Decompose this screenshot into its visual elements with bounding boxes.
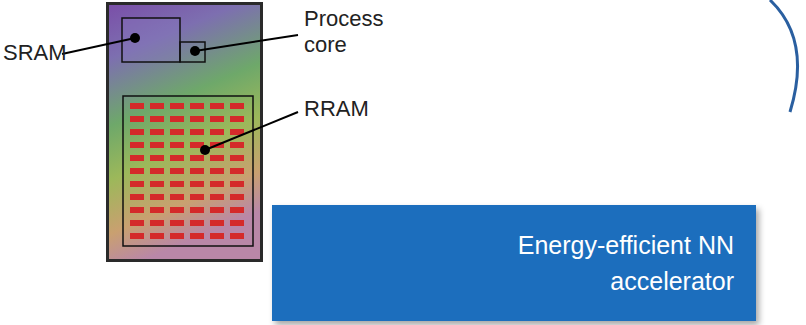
rram-cell — [190, 168, 204, 174]
box-text: Energy-efficient NN accelerator — [504, 227, 734, 300]
rram-cell — [190, 155, 204, 161]
rram-cell — [230, 207, 244, 213]
rram-cell — [150, 194, 164, 200]
rram-cell — [150, 220, 164, 226]
leader-dot — [200, 145, 210, 155]
leader-dot — [130, 33, 140, 43]
highlight-box: Energy-efficient NN accelerator — [272, 205, 756, 321]
highlight-panel — [272, 205, 756, 321]
rram-cell — [170, 194, 184, 200]
rram-cell — [150, 181, 164, 187]
rram-cell — [130, 233, 144, 239]
die — [109, 5, 260, 259]
rram-cell — [130, 168, 144, 174]
rram-cell — [130, 142, 144, 148]
rram-cell — [130, 116, 144, 122]
rram-cell — [170, 103, 184, 109]
rram-cell — [170, 116, 184, 122]
rram-cell — [190, 220, 204, 226]
rram-cell — [190, 233, 204, 239]
rram-cell — [230, 142, 244, 148]
rram-cell — [150, 155, 164, 161]
rram-cell — [170, 155, 184, 161]
rram-cell — [210, 155, 224, 161]
rram-cell — [210, 194, 224, 200]
rram-cell — [190, 129, 204, 135]
leader-line — [195, 35, 298, 51]
rram-cell — [230, 103, 244, 109]
rram-cell — [230, 155, 244, 161]
rram-cell — [190, 194, 204, 200]
rram-cell — [190, 116, 204, 122]
rram-cell — [210, 181, 224, 187]
rram-cell — [210, 207, 224, 213]
rram-cell — [150, 103, 164, 109]
rram-cell — [150, 207, 164, 213]
rram-cell — [210, 129, 224, 135]
rram-cell — [230, 233, 244, 239]
rram-cell — [170, 129, 184, 135]
callout-label: SRAM — [3, 40, 67, 66]
rram-cell — [190, 207, 204, 213]
rram-cell — [170, 142, 184, 148]
rram-cell — [210, 220, 224, 226]
die-border — [106, 2, 263, 262]
decorative-arc — [770, 0, 798, 112]
rram-cell — [190, 181, 204, 187]
rram-cell — [130, 220, 144, 226]
sram-block — [122, 18, 180, 62]
rram-cell — [150, 116, 164, 122]
rram-cell — [210, 233, 224, 239]
rram-cell — [210, 116, 224, 122]
rram-cell — [170, 233, 184, 239]
rram-cell — [130, 181, 144, 187]
rram-cell — [130, 155, 144, 161]
rram-cell — [130, 194, 144, 200]
rram-cell — [170, 181, 184, 187]
rram-cell — [230, 220, 244, 226]
rram-cell — [150, 142, 164, 148]
callout-label: Process core — [304, 6, 394, 59]
callout-label: RRAM — [304, 96, 369, 122]
rram-array — [130, 103, 244, 239]
rram-cell — [230, 194, 244, 200]
core-block — [180, 42, 205, 62]
rram-cell — [230, 168, 244, 174]
rram-cell — [230, 116, 244, 122]
rram-cell — [150, 233, 164, 239]
rram-cell — [130, 207, 144, 213]
rram-cell — [190, 103, 204, 109]
rram-cell — [150, 129, 164, 135]
rram-cell — [130, 103, 144, 109]
rram-cell — [150, 168, 164, 174]
leader-dot — [190, 46, 200, 56]
rram-block — [123, 96, 253, 246]
leader-line — [62, 38, 135, 54]
leader-line — [205, 112, 298, 150]
rram-cell — [170, 168, 184, 174]
rram-cell — [230, 181, 244, 187]
rram-cell — [170, 207, 184, 213]
rram-cell — [130, 129, 144, 135]
rram-cell — [210, 103, 224, 109]
rram-cell — [210, 168, 224, 174]
rram-cell — [170, 220, 184, 226]
